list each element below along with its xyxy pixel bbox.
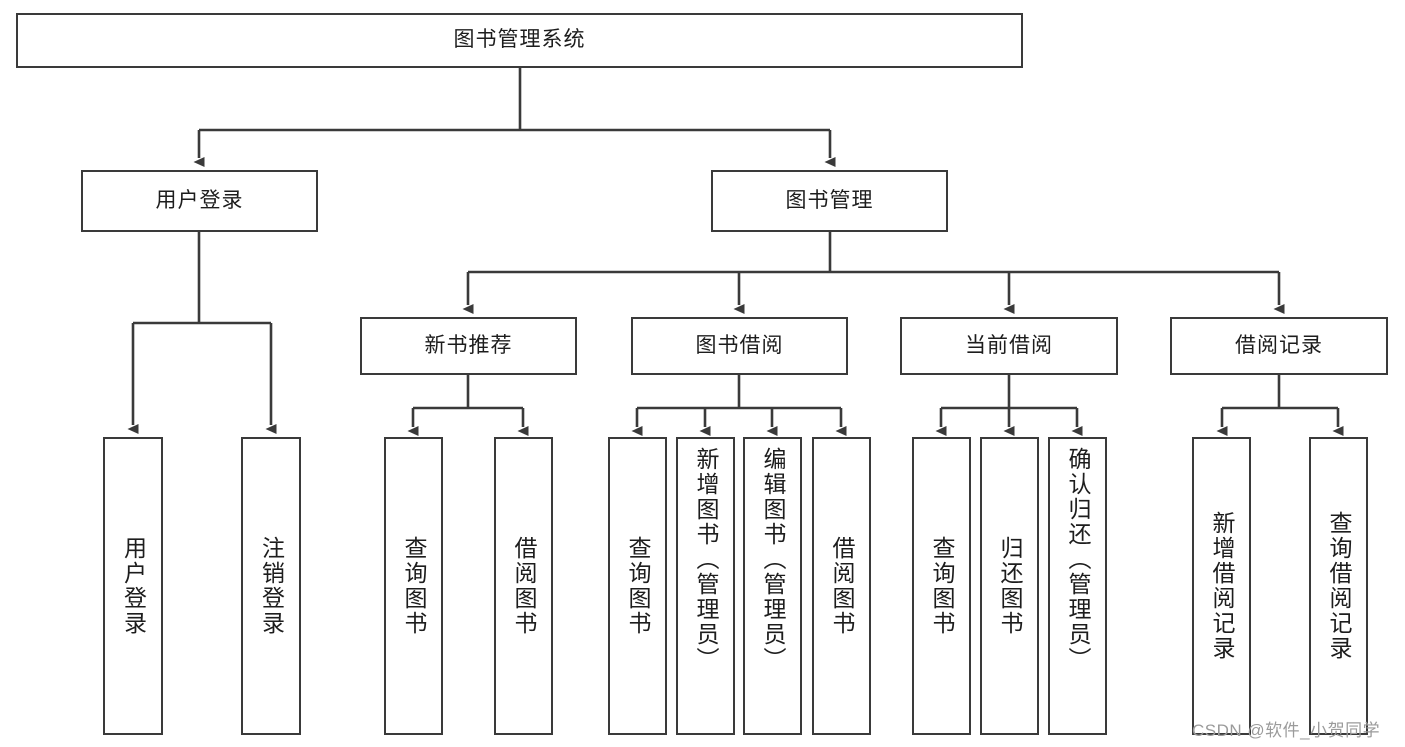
node-label: 注销登录 xyxy=(258,536,285,636)
node-label: 用户登录 xyxy=(120,536,147,636)
node-label: 编辑图书（管理员） xyxy=(760,447,786,672)
leaf-query-borrow-record[interactable]: 查询借阅记录 xyxy=(1309,437,1368,735)
leaf-query-book-2[interactable]: 查询图书 xyxy=(608,437,667,735)
node-label: 查询图书 xyxy=(929,536,955,636)
node-borrow-record[interactable]: 借阅记录 xyxy=(1170,317,1388,375)
node-label: 借阅记录 xyxy=(1235,333,1323,357)
node-root-system[interactable]: 图书管理系统 xyxy=(16,13,1023,68)
node-current-borrow[interactable]: 当前借阅 xyxy=(900,317,1118,375)
leaf-add-book[interactable]: 新增图书（管理员） xyxy=(676,437,735,735)
node-label: 查询图书 xyxy=(401,536,427,636)
node-label: 借阅图书 xyxy=(829,536,855,636)
node-label: 确认归还（管理员） xyxy=(1065,447,1091,672)
node-label: 当前借阅 xyxy=(965,333,1053,357)
node-user-login[interactable]: 用户登录 xyxy=(81,170,318,232)
leaf-add-borrow-record[interactable]: 新增借阅记录 xyxy=(1192,437,1251,735)
leaf-return-book[interactable]: 归还图书 xyxy=(980,437,1039,735)
csdn-watermark: CSDN @软件_小贺同学 xyxy=(1192,721,1381,740)
node-label: 归还图书 xyxy=(997,536,1023,636)
node-label: 新增图书（管理员） xyxy=(693,447,719,672)
node-label: 图书管理系统 xyxy=(453,28,586,52)
leaf-query-book-3[interactable]: 查询图书 xyxy=(912,437,971,735)
leaf-user-login[interactable]: 用户登录 xyxy=(103,437,163,735)
node-label: 用户登录 xyxy=(155,188,244,212)
node-label: 图书管理 xyxy=(785,188,874,212)
node-label: 查询借阅记录 xyxy=(1326,511,1352,661)
node-book-manage[interactable]: 图书管理 xyxy=(711,170,948,232)
node-label: 新书推荐 xyxy=(424,333,513,357)
node-book-borrow[interactable]: 图书借阅 xyxy=(631,317,848,375)
node-label: 查询图书 xyxy=(625,536,651,636)
leaf-logout-login[interactable]: 注销登录 xyxy=(241,437,301,735)
leaf-borrow-book-2[interactable]: 借阅图书 xyxy=(812,437,871,735)
leaf-edit-book[interactable]: 编辑图书（管理员） xyxy=(743,437,802,735)
leaf-borrow-book-1[interactable]: 借阅图书 xyxy=(494,437,553,735)
leaf-query-book-1[interactable]: 查询图书 xyxy=(384,437,443,735)
node-new-book-recommend[interactable]: 新书推荐 xyxy=(360,317,577,375)
node-label: 图书借阅 xyxy=(695,333,784,357)
node-label: 借阅图书 xyxy=(511,536,537,636)
node-label: 新增借阅记录 xyxy=(1209,511,1235,661)
leaf-confirm-return[interactable]: 确认归还（管理员） xyxy=(1048,437,1107,735)
